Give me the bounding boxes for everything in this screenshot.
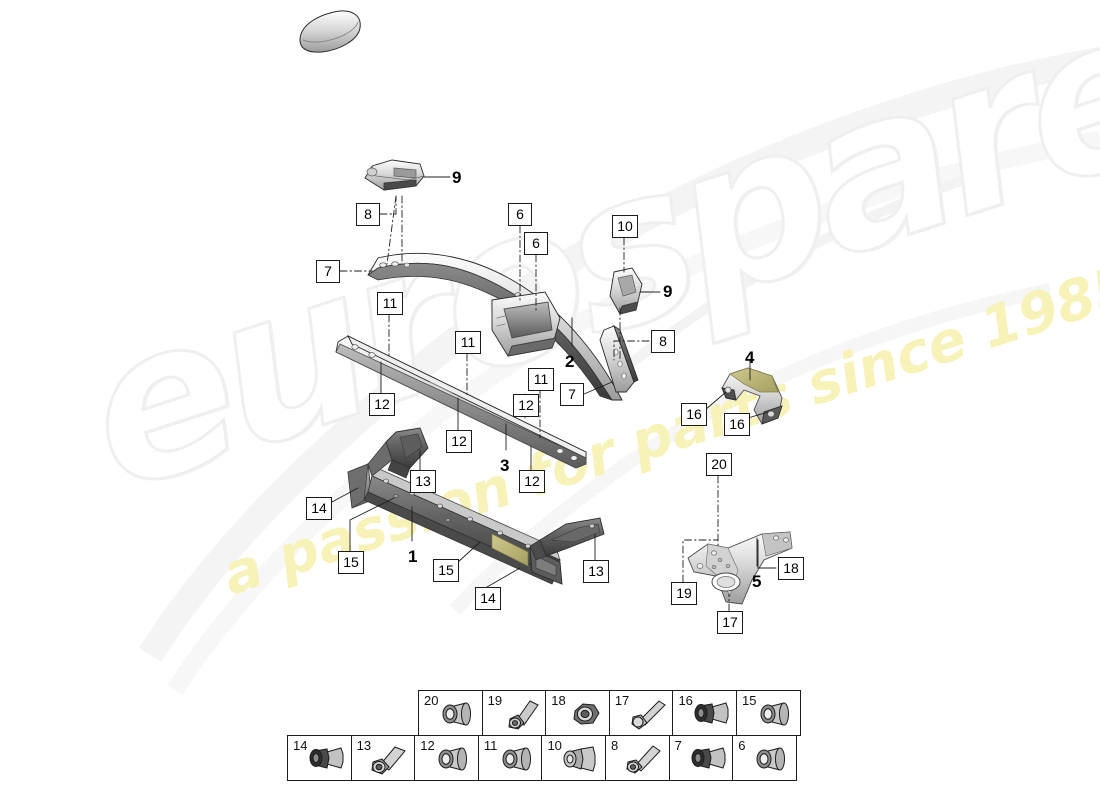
flange-bolt-icon (305, 744, 347, 778)
callout-16[interactable]: 16 (681, 403, 707, 426)
callout-14[interactable]: 14 (475, 587, 501, 610)
flange-bolt-icon (687, 744, 729, 778)
hex-nut-icon (563, 699, 605, 733)
legend-row-top: 20 19 18 17 16 15 (418, 690, 802, 736)
short-bolt-icon (559, 744, 601, 778)
legend-cell-6[interactable]: 6 (732, 735, 798, 781)
part-centre-plate (491, 291, 561, 357)
rivet-nut-icon (432, 744, 474, 778)
legend-number: 17 (614, 693, 630, 708)
legend-cell-11[interactable]: 11 (477, 735, 543, 781)
callout-8[interactable]: 8 (356, 203, 380, 226)
legend-cell-7[interactable]: 7 (668, 735, 734, 781)
callout-17[interactable]: 17 (717, 611, 743, 634)
legend-cell-10[interactable]: 10 (541, 735, 607, 781)
callout-13[interactable]: 13 (583, 560, 609, 583)
callout-11[interactable]: 11 (377, 292, 403, 315)
callout-20[interactable]: 20 (706, 453, 732, 476)
callout-3[interactable]: 3 (500, 456, 510, 475)
legend-cell-20[interactable]: 20 (418, 690, 483, 736)
rivet-nut-icon (754, 699, 796, 733)
legend-cell-13[interactable]: 13 (350, 735, 416, 781)
legend-number: 12 (420, 738, 435, 753)
legend-number: 7 (674, 738, 682, 753)
callout-5[interactable]: 5 (752, 572, 762, 591)
long-thin-bolt-icon (627, 699, 669, 733)
part-clip-top (299, 10, 361, 53)
part-bracket-9-upper (364, 159, 425, 191)
rivet-nut-icon (496, 744, 538, 778)
legend-number: 19 (487, 693, 503, 708)
callout-7[interactable]: 7 (316, 260, 340, 283)
callout-12[interactable]: 12 (369, 393, 395, 416)
rivet-nut-icon (436, 699, 478, 733)
callout-10[interactable]: 10 (612, 215, 638, 238)
legend-number: 15 (742, 693, 757, 708)
legend-number: 10 (547, 738, 562, 753)
flange-bolt-icon (690, 699, 732, 733)
long-flange-bolt-icon (369, 744, 411, 778)
part-bracket-9-right (609, 267, 643, 315)
legend-cell-17[interactable]: 17 (608, 690, 674, 736)
callout-11[interactable]: 11 (455, 331, 481, 354)
callout-1[interactable]: 1 (408, 547, 418, 566)
callout-9[interactable]: 9 (663, 282, 673, 301)
callout-4[interactable]: 4 (745, 348, 755, 367)
callout-19[interactable]: 19 (671, 582, 697, 605)
long-hex-bolt-icon (500, 699, 542, 733)
callout-12[interactable]: 12 (513, 394, 539, 417)
callout-12[interactable]: 12 (446, 430, 472, 453)
callout-12[interactable]: 12 (519, 470, 545, 493)
legend-cell-16[interactable]: 16 (672, 690, 738, 736)
legend-number: 6 (738, 738, 746, 753)
callout-14[interactable]: 14 (306, 497, 332, 520)
callout-7[interactable]: 7 (560, 383, 584, 406)
legend-number: 11 (483, 738, 498, 753)
rivet-nut-icon (750, 744, 792, 778)
callout-9[interactable]: 9 (452, 168, 462, 187)
callout-8[interactable]: 8 (651, 330, 675, 353)
callout-2[interactable]: 2 (565, 352, 575, 371)
callout-15[interactable]: 15 (433, 559, 459, 582)
legend-number: 14 (293, 738, 308, 753)
legend-number: 20 (424, 693, 439, 708)
callout-11[interactable]: 11 (528, 368, 554, 391)
legend-cell-15[interactable]: 15 (736, 690, 802, 736)
callout-16[interactable]: 16 (724, 413, 750, 436)
part-diagonal-arm-13-right (529, 517, 605, 561)
slim-bolt-icon (623, 744, 665, 778)
legend-number: 18 (551, 693, 566, 708)
callout-18[interactable]: 18 (778, 557, 804, 580)
legend-number: 13 (356, 738, 372, 753)
callout-13[interactable]: 13 (410, 470, 436, 493)
legend-row-bottom: 14 13 12 11 10 8 7 6 (287, 735, 798, 781)
callout-6[interactable]: 6 (524, 232, 548, 255)
legend-number: 8 (611, 738, 619, 753)
legend-number: 16 (678, 693, 693, 708)
callout-15[interactable]: 15 (338, 551, 364, 574)
legend-cell-12[interactable]: 12 (414, 735, 480, 781)
legend-cell-8[interactable]: 8 (605, 735, 671, 781)
legend-cell-14[interactable]: 14 (287, 735, 352, 781)
legend-cell-19[interactable]: 19 (481, 690, 547, 736)
callout-6[interactable]: 6 (508, 203, 532, 226)
legend-cell-18[interactable]: 18 (545, 690, 611, 736)
